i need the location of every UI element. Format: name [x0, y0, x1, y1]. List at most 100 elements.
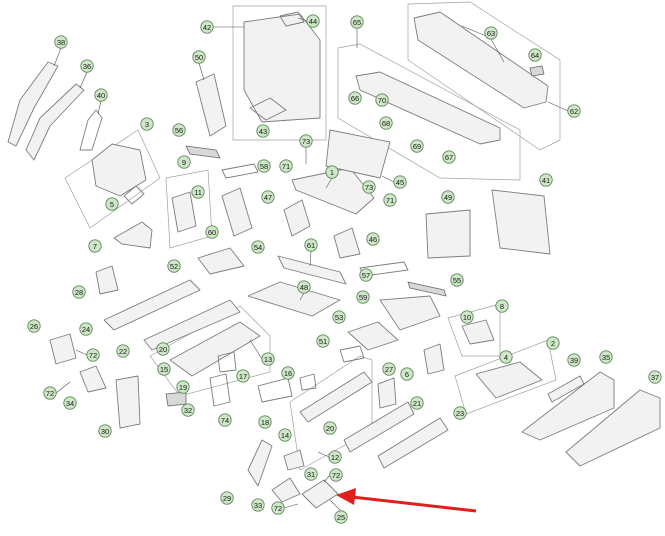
callout-c73b: 73: [362, 180, 376, 194]
callout-label: 55: [453, 276, 461, 285]
callout-circle: [348, 91, 362, 105]
leader-61: [309, 250, 312, 267]
part-55-strip: [407, 281, 447, 297]
callout-c57: 57: [359, 268, 373, 282]
part-20-rail: [299, 371, 373, 423]
callout-c26: 26: [27, 319, 41, 333]
callout-c11: 11: [191, 185, 205, 199]
callout-label: 20: [159, 345, 167, 354]
callout-label: 65: [353, 18, 361, 27]
callout-label: 3: [145, 120, 149, 129]
callout-c18: 18: [258, 415, 272, 429]
callout-c43: 43: [256, 124, 270, 138]
callout-label: 34: [66, 399, 74, 408]
callout-circle: [181, 403, 195, 417]
leader-38: [53, 47, 62, 67]
callout-c47: 47: [261, 190, 275, 204]
callout-c68: 68: [379, 116, 393, 130]
callout-label: 42: [203, 23, 211, 32]
part-50-bracket: [195, 73, 227, 137]
callout-circle: [177, 155, 191, 169]
callout-c48: 48: [297, 280, 311, 294]
callout-circle: [258, 415, 272, 429]
callout-label: 44: [309, 17, 317, 26]
callout-c19: 19: [176, 380, 190, 394]
callout-c58: 58: [257, 159, 271, 173]
callout-circle: [356, 290, 370, 304]
group-outline-42: [232, 5, 327, 141]
callout-label: 23: [456, 409, 464, 418]
callout-c30: 30: [98, 424, 112, 438]
callout-label: 48: [300, 283, 308, 292]
callout-label: 2: [551, 339, 555, 348]
callout-label: 62: [570, 107, 578, 116]
callout-c67: 67: [442, 150, 456, 164]
callout-c74: 74: [218, 413, 232, 427]
part-74-bracket: [209, 373, 231, 407]
callout-c41: 41: [539, 173, 553, 187]
part-59-member: [379, 295, 441, 331]
part-36-pillar: [25, 83, 85, 161]
callout-c31: 31: [304, 467, 318, 481]
callout-c3: 3: [140, 117, 154, 131]
red-pointer-arrow: [336, 488, 477, 513]
callout-c45: 45: [393, 175, 407, 189]
part-16-bracket: [299, 373, 317, 391]
callout-c55: 55: [450, 273, 464, 287]
callout-circle: [379, 116, 393, 130]
part-47-bracket: [283, 199, 311, 237]
callout-circle: [251, 240, 265, 254]
callout-c13: 13: [261, 352, 275, 366]
part-35-front-member: [521, 371, 615, 441]
callout-c64: 64: [528, 48, 542, 62]
part-65-upper-rail: [355, 71, 501, 145]
callout-label: 50: [195, 53, 203, 62]
group-outline-2: [454, 339, 557, 415]
callout-circle: [200, 20, 214, 34]
part-48-floor-panel: [247, 281, 341, 317]
callout-label: 40: [97, 91, 105, 100]
callout-circle: [167, 259, 181, 273]
callout-label: 72: [89, 351, 97, 360]
callout-circle: [299, 134, 313, 148]
callout-c22: 22: [116, 344, 130, 358]
part-32-pad: [165, 391, 187, 407]
part-4-housing: [475, 361, 543, 399]
part-29-pillar-base: [247, 439, 273, 487]
leader-40: [97, 100, 102, 115]
callout-circle: [205, 225, 219, 239]
callout-c73a: 73: [299, 134, 313, 148]
callout-label: 7: [93, 242, 97, 251]
part-21-rail: [343, 401, 415, 453]
callout-label: 10: [463, 313, 471, 322]
leader-72a: [75, 349, 88, 356]
callout-c29: 29: [220, 491, 234, 505]
callout-label: 30: [101, 427, 109, 436]
callout-circle: [382, 362, 396, 376]
callout-label: 37: [651, 373, 659, 382]
callout-circle: [453, 406, 467, 420]
callout-circle: [410, 396, 424, 410]
callout-c69: 69: [410, 139, 424, 153]
callout-label: 8: [500, 302, 504, 311]
callout-c59: 59: [356, 290, 370, 304]
callout-c56: 56: [172, 123, 186, 137]
callout-c38: 38: [54, 35, 68, 49]
callout-label: 18: [261, 418, 269, 427]
group-outline-62: [407, 1, 561, 151]
callout-c12: 12: [328, 450, 342, 464]
callout-c1: 1: [325, 165, 339, 179]
callout-c62: 62: [567, 104, 581, 118]
leader-1: [325, 177, 333, 189]
part-37-front-member: [565, 389, 661, 467]
arrow-shaft: [351, 495, 477, 513]
callout-label: 9: [182, 158, 186, 167]
part-18-bracket: [257, 377, 293, 403]
callout-label: 15: [160, 365, 168, 374]
callout-c70: 70: [375, 93, 389, 107]
leader-44: [297, 17, 308, 22]
callout-c4: 4: [499, 350, 513, 364]
callout-c16: 16: [281, 366, 295, 380]
